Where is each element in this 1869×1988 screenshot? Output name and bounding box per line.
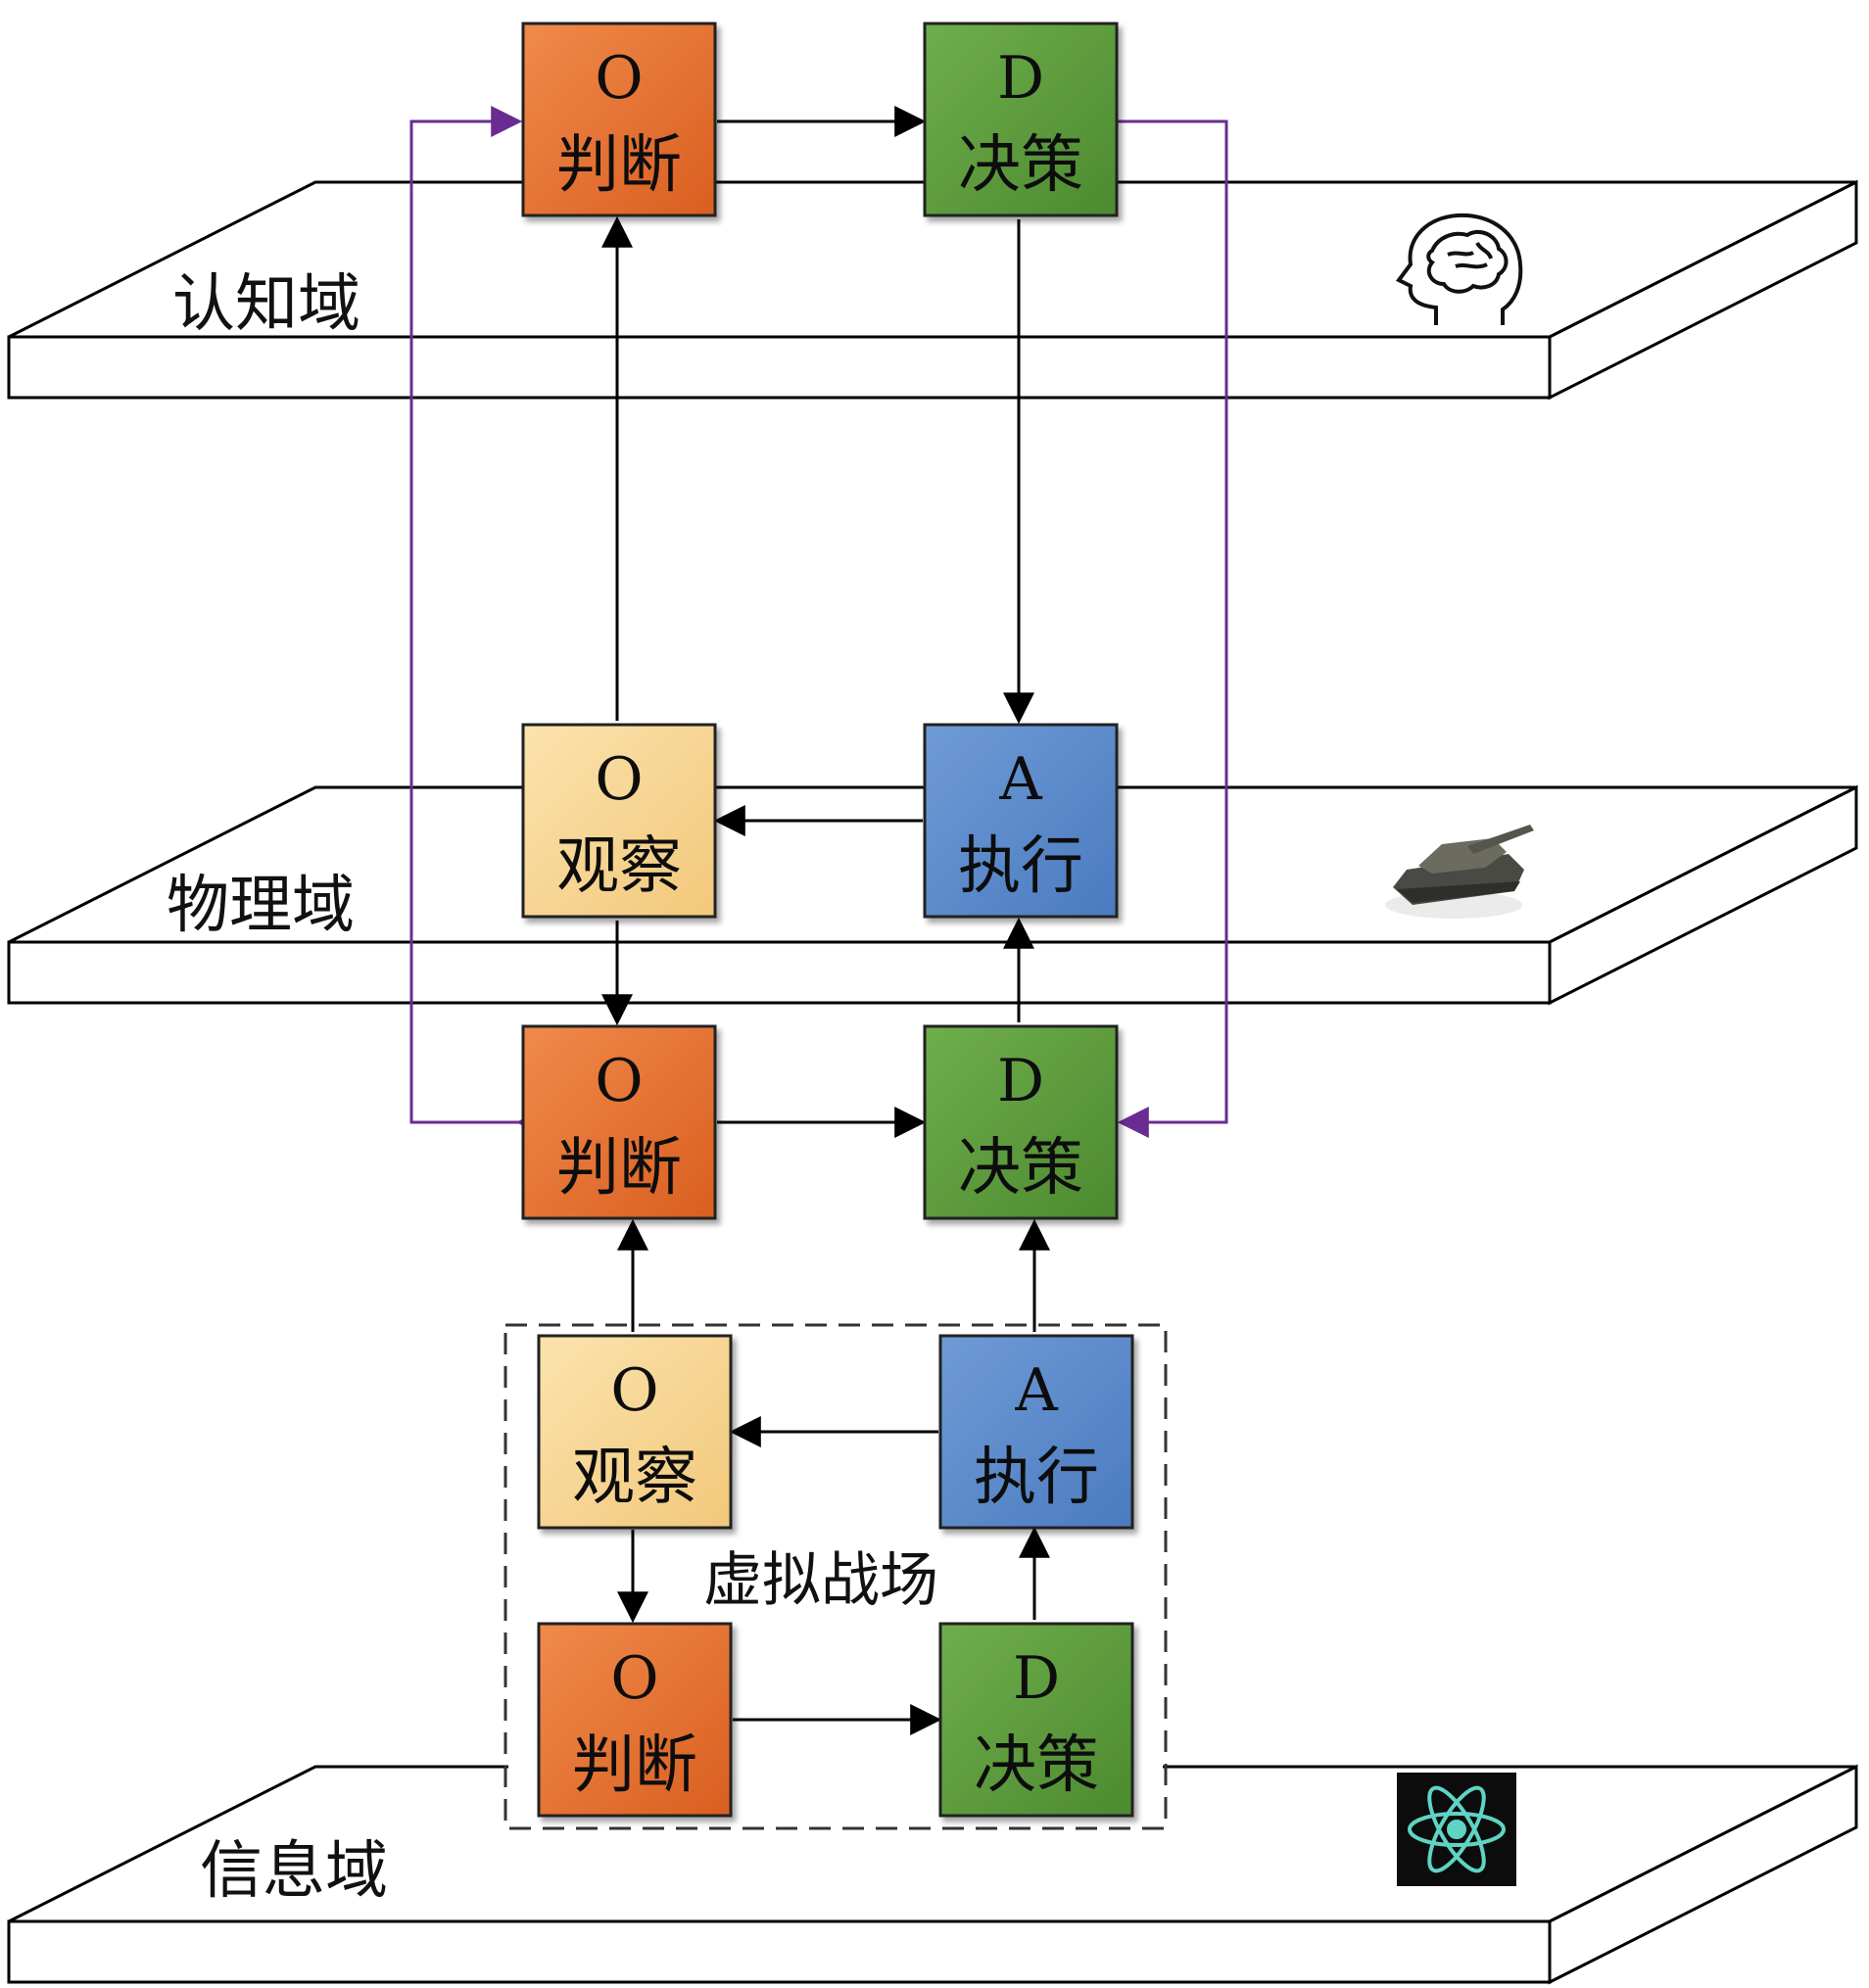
box-letter: O (595, 745, 643, 814)
box-letter: D (1013, 1644, 1060, 1713)
ooda-arrows (601, 106, 1050, 1735)
box-word: 观察 (556, 830, 682, 903)
box-mid-decide: D 决策 (923, 1024, 1119, 1220)
box-word: 决策 (958, 1132, 1083, 1205)
virtual-battlefield-label: 虚拟战场 (703, 1546, 938, 1615)
box-word: 执行 (974, 1442, 1099, 1514)
cognitive-domain-label: 认知域 (172, 268, 360, 341)
box-word: 判断 (572, 1729, 697, 1802)
box-word: 判断 (556, 129, 682, 202)
box-letter: O (595, 44, 643, 113)
box-letter: O (610, 1356, 658, 1425)
box-letter: D (997, 44, 1044, 113)
physical-domain-plane: 物理域 (7, 784, 1858, 1006)
information-domain-label: 信息域 (200, 1835, 388, 1908)
box-word: 决策 (974, 1729, 1099, 1802)
cognitive-domain-plane: 认知域 (7, 179, 1858, 401)
box-letter: A (1014, 1356, 1058, 1425)
information-domain-plane: 信息域 (7, 1764, 1858, 1985)
box-letter: D (997, 1047, 1044, 1115)
box-letter: O (610, 1644, 658, 1713)
box-word: 判断 (556, 1132, 682, 1205)
box-word: 执行 (958, 830, 1083, 903)
cross-domain-links (409, 106, 1228, 1138)
tank-icon (1385, 825, 1534, 919)
box-virtual-decide: D 决策 (938, 1622, 1134, 1818)
box-mid-orient: O 判断 (521, 1024, 717, 1220)
box-cognitive-decide: D 决策 (923, 22, 1119, 217)
box-virtual-orient: O 判断 (537, 1622, 733, 1818)
box-word: 决策 (958, 129, 1083, 202)
brain-head-icon (1395, 213, 1523, 325)
box-virtual-observe: O 观察 (537, 1334, 733, 1530)
atom-icon (1397, 1773, 1516, 1886)
box-virtual-act: A 执行 (938, 1334, 1134, 1530)
physical-domain-label: 物理域 (167, 870, 355, 942)
box-physical-observe: O 观察 (521, 723, 717, 919)
box-letter: A (998, 745, 1042, 814)
box-word: 观察 (572, 1442, 697, 1514)
box-physical-act: A 执行 (923, 723, 1119, 919)
box-letter: O (595, 1047, 643, 1115)
box-cognitive-orient: O 判断 (521, 22, 717, 217)
virtual-battlefield-frame (503, 1323, 1168, 1830)
